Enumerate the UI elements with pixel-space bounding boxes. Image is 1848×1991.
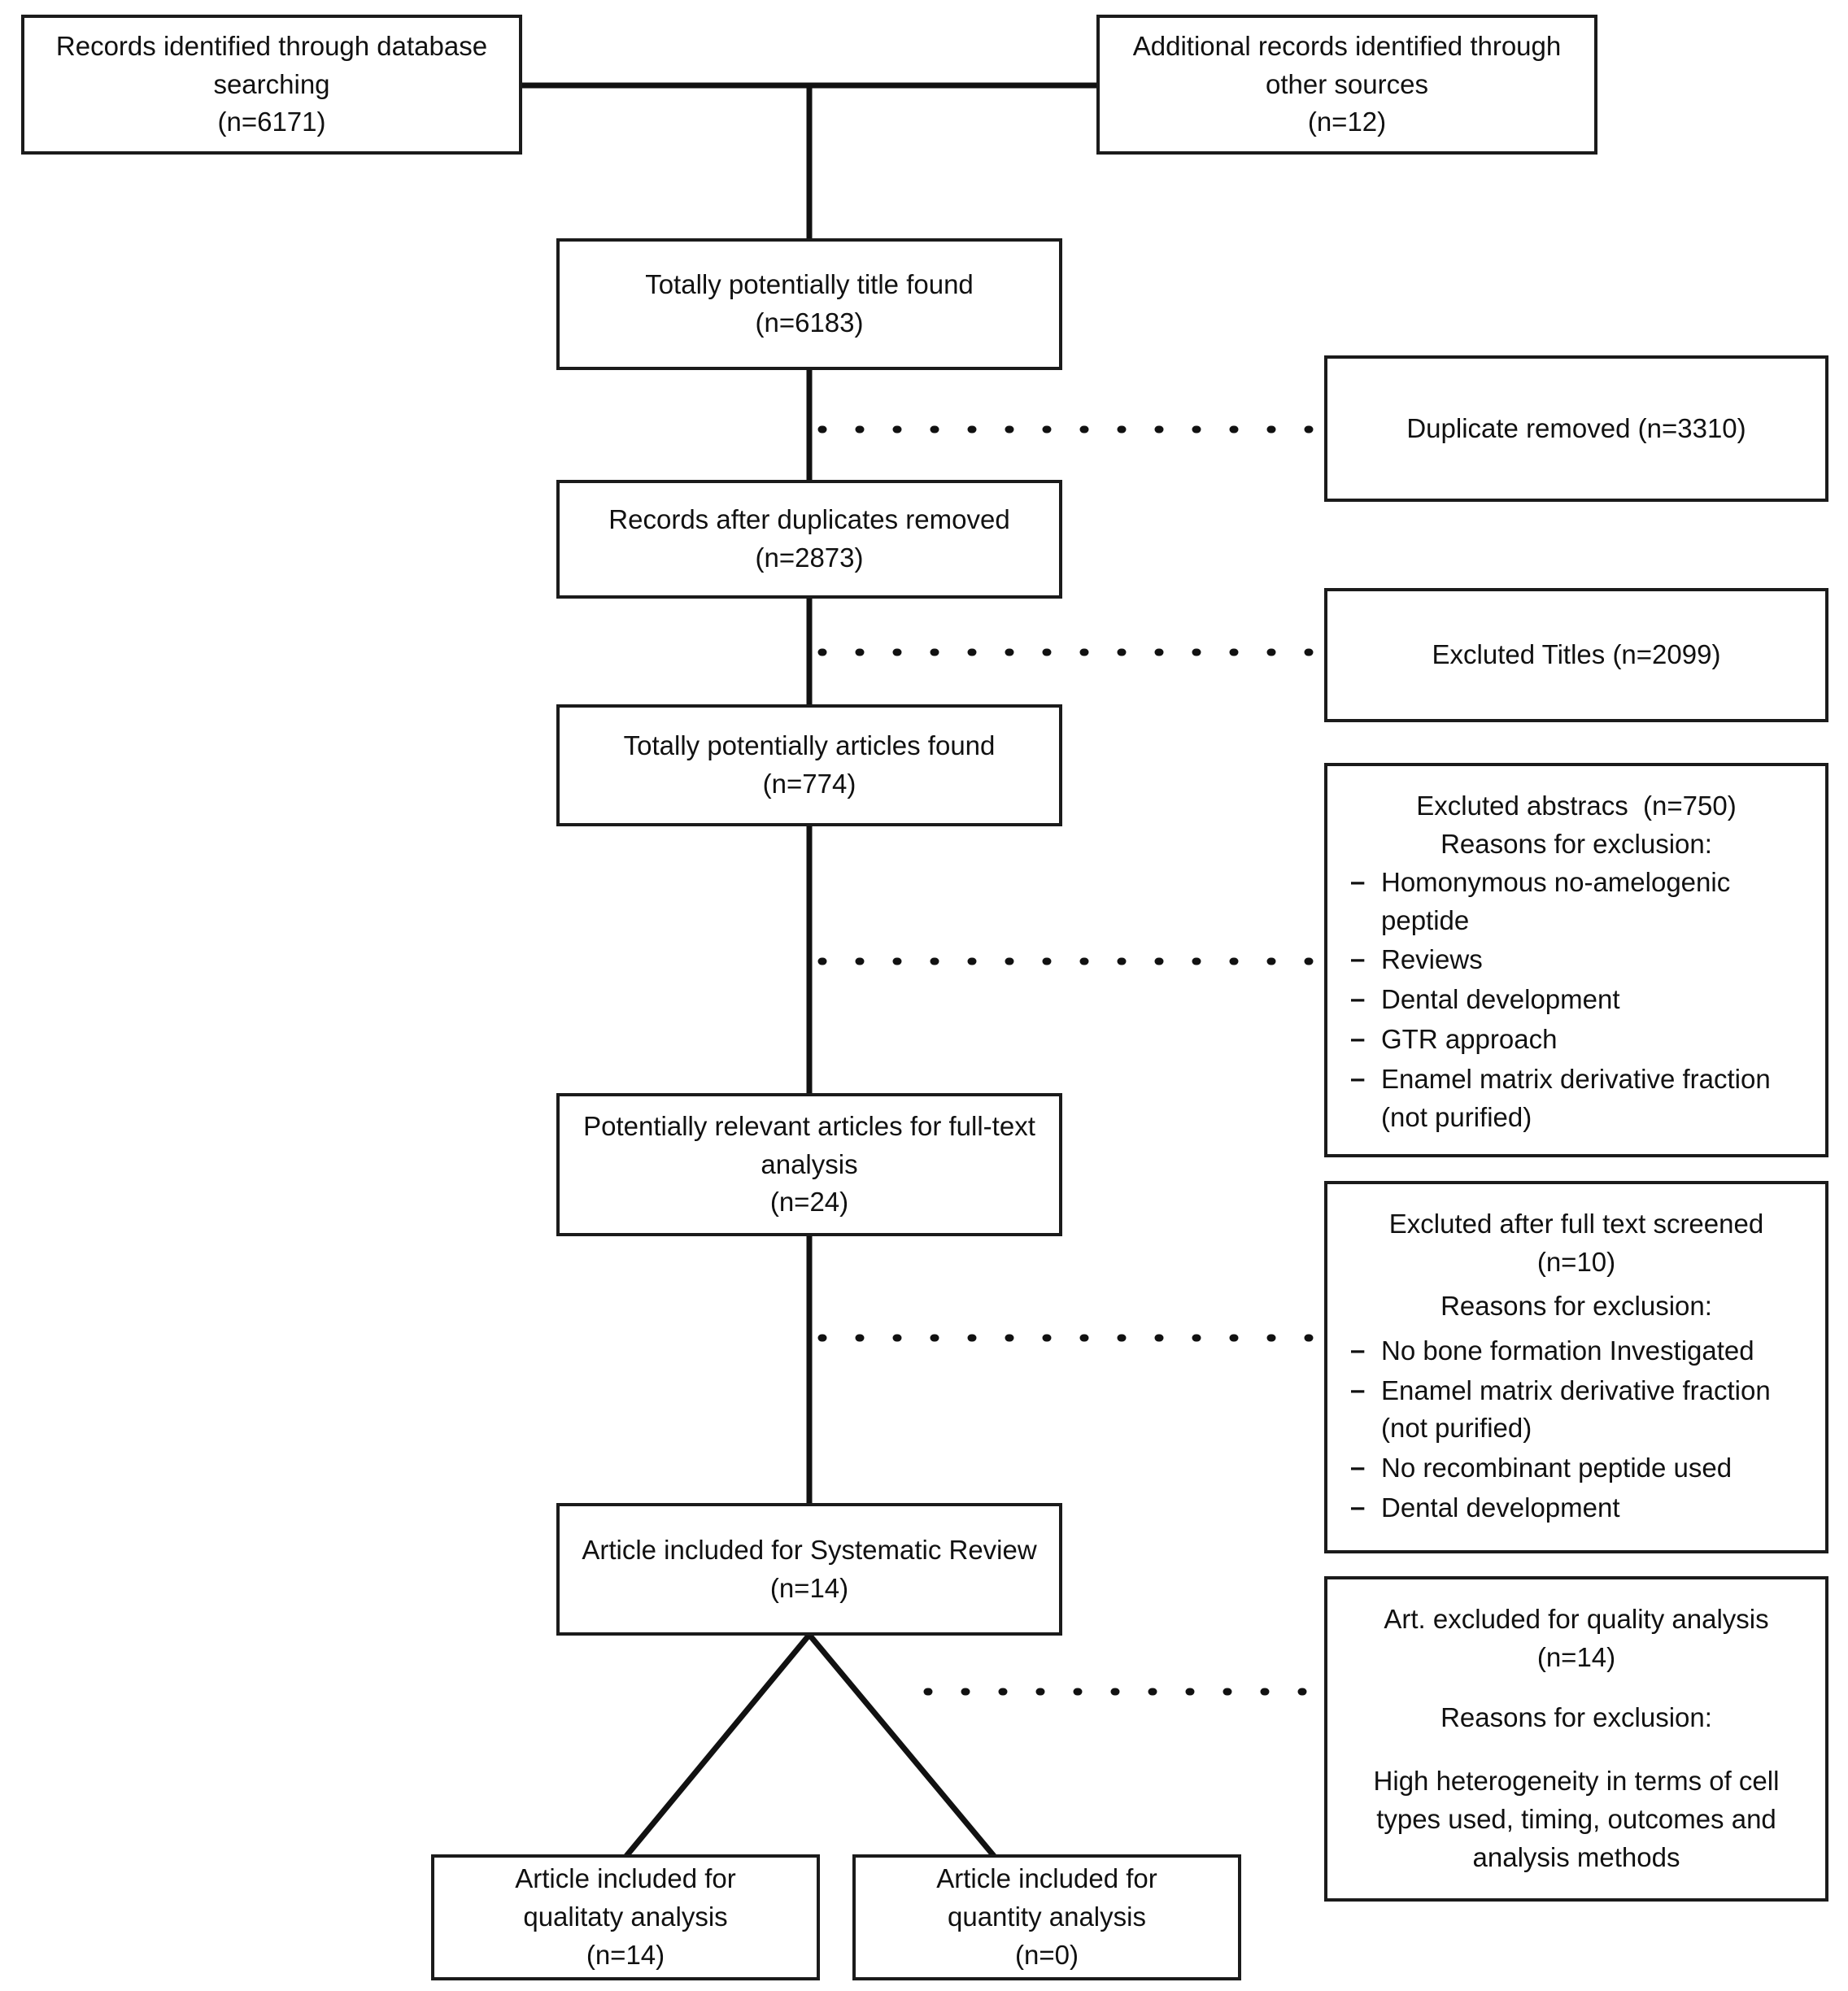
- node-line: Article included for: [515, 1863, 736, 1894]
- excluded-quality-reasons-label: Reasons for exclusion:: [1440, 1701, 1712, 1732]
- reason-line: Dental development: [1381, 1492, 1620, 1523]
- node-line: Duplicate removed (n=3310): [1406, 412, 1746, 443]
- dash-bullet-icon: –: [1350, 1063, 1366, 1094]
- reason-line: analysis methods: [1472, 1842, 1680, 1873]
- excluded-fulltext-count: (n=10): [1536, 1246, 1616, 1277]
- spacer: [1349, 1737, 1804, 1763]
- excluded-quality-header: Art. excluded for quality analysis: [1384, 1604, 1769, 1634]
- node-records-other-sources: Additional records identified through ot…: [1096, 15, 1597, 155]
- node-line: Totally potentially articles found: [623, 730, 996, 761]
- excluded-fulltext-reason-list: –No bone formation Investigated –Enamel …: [1349, 1332, 1804, 1529]
- reason-line: Dental development: [1381, 984, 1620, 1015]
- reason-line: peptide: [1381, 904, 1470, 935]
- node-records-database-search: Records identified through database sear…: [21, 15, 522, 155]
- reason-line: Enamel matrix derivative fraction: [1381, 1375, 1771, 1405]
- node-line: Records after duplicates removed: [608, 504, 1010, 535]
- list-item: –Reviews: [1349, 941, 1804, 979]
- dash-bullet-icon: –: [1350, 865, 1366, 896]
- excluded-abstracts-header: Excluted abstracs (n=750): [1416, 791, 1737, 821]
- node-line: Totally potentially title found: [645, 269, 974, 300]
- node-article-included-qualitative-analysis: Article included for qualitaty analysis …: [431, 1854, 820, 1980]
- node-line: Article included for Systematic Review: [582, 1534, 1037, 1565]
- list-item: –GTR approach: [1349, 1021, 1804, 1059]
- node-excluded-after-fulltext: Excluted after full text screened (n=10)…: [1324, 1181, 1828, 1553]
- node-article-included-quantitative-analysis: Article included for quantity analysis (…: [852, 1854, 1241, 1980]
- connector-branch-right: [807, 1632, 996, 1858]
- node-line: (n=0): [1015, 1939, 1079, 1970]
- connector-branch-left: [624, 1632, 812, 1858]
- spacer: [1349, 1677, 1804, 1699]
- dash-bullet-icon: –: [1350, 1334, 1366, 1365]
- node-line: Records identified through database: [55, 30, 488, 61]
- list-item: –Dental development: [1349, 1489, 1804, 1527]
- excluded-fulltext-reasons-label: Reasons for exclusion:: [1440, 1290, 1712, 1321]
- node-records-after-duplicates-removed: Records after duplicates removed (n=2873…: [556, 480, 1062, 599]
- list-item: –Enamel matrix derivative fraction (not p…: [1349, 1372, 1804, 1449]
- node-totally-potentially-articles-found: Totally potentially articles found (n=77…: [556, 704, 1062, 826]
- node-article-included-systematic-review: Article included for Systematic Review (…: [556, 1503, 1062, 1636]
- spacer: [1349, 1326, 1804, 1332]
- node-excluded-quality-analysis: Art. excluded for quality analysis (n=14…: [1324, 1576, 1828, 1902]
- list-item: –No bone formation Investigated: [1349, 1332, 1804, 1370]
- dash-bullet-icon: –: [1350, 1492, 1366, 1523]
- reason-line: (not purified): [1381, 1413, 1532, 1444]
- excluded-abstracts-reasons-label: Reasons for exclusion:: [1440, 828, 1712, 859]
- list-item: –Dental development: [1349, 981, 1804, 1019]
- reason-line: No bone formation Investigated: [1381, 1335, 1754, 1366]
- reason-line: Reviews: [1381, 944, 1483, 975]
- node-line: Additional records identified through: [1132, 30, 1562, 61]
- node-line: Excluted Titles (n=2099): [1432, 639, 1721, 670]
- node-line: (n=6183): [755, 307, 864, 338]
- excluded-fulltext-header: Excluted after full text screened: [1388, 1209, 1764, 1239]
- excluded-quality-count: (n=14): [1536, 1641, 1616, 1672]
- node-line: (n=6171): [217, 107, 326, 137]
- node-line: searching: [213, 68, 330, 99]
- node-line: (n=24): [769, 1187, 849, 1218]
- dash-bullet-icon: –: [1350, 1452, 1366, 1483]
- node-duplicate-removed: Duplicate removed (n=3310): [1324, 355, 1828, 502]
- node-line: (n=14): [769, 1572, 849, 1603]
- node-line: (n=774): [762, 769, 856, 799]
- node-excluded-abstracts: Excluted abstracs (n=750) Reasons for ex…: [1324, 763, 1828, 1157]
- reason-line: No recombinant peptide used: [1381, 1453, 1732, 1483]
- list-item: –Enamel matrix derivative fraction (not p…: [1349, 1061, 1804, 1137]
- node-line: Potentially relevant articles for full-t…: [583, 1110, 1035, 1141]
- dash-bullet-icon: –: [1350, 983, 1366, 1014]
- reason-line: Homonymous no-amelogenic: [1381, 866, 1731, 897]
- node-line: other sources: [1266, 68, 1428, 99]
- spacer: [1349, 1282, 1804, 1287]
- node-line: (n=12): [1307, 107, 1387, 137]
- dash-bullet-icon: –: [1350, 1374, 1366, 1405]
- node-line: analysis: [761, 1148, 858, 1179]
- reason-line: High heterogeneity in terms of cell: [1373, 1766, 1780, 1797]
- list-item: –Homonymous no-amelogenic peptide: [1349, 864, 1804, 940]
- node-line: (n=14): [586, 1939, 665, 1970]
- list-item: –No recombinant peptide used: [1349, 1449, 1804, 1488]
- node-line: quantity analysis: [948, 1902, 1146, 1932]
- node-line: (n=2873): [755, 542, 864, 573]
- node-totally-potentially-title-found: Totally potentially title found (n=6183): [556, 238, 1062, 370]
- reason-line: Enamel matrix derivative fraction: [1381, 1064, 1771, 1095]
- node-excluded-titles: Excluted Titles (n=2099): [1324, 588, 1828, 722]
- reason-line: GTR approach: [1381, 1024, 1558, 1055]
- reason-line: types used, timing, outcomes and: [1376, 1804, 1776, 1835]
- node-line: Article included for: [936, 1863, 1157, 1894]
- reason-line: (not purified): [1381, 1101, 1532, 1132]
- node-potentially-relevant-fulltext: Potentially relevant articles for full-t…: [556, 1093, 1062, 1236]
- dash-bullet-icon: –: [1350, 1023, 1366, 1054]
- node-line: qualitaty analysis: [523, 1902, 728, 1932]
- dash-bullet-icon: –: [1350, 943, 1366, 974]
